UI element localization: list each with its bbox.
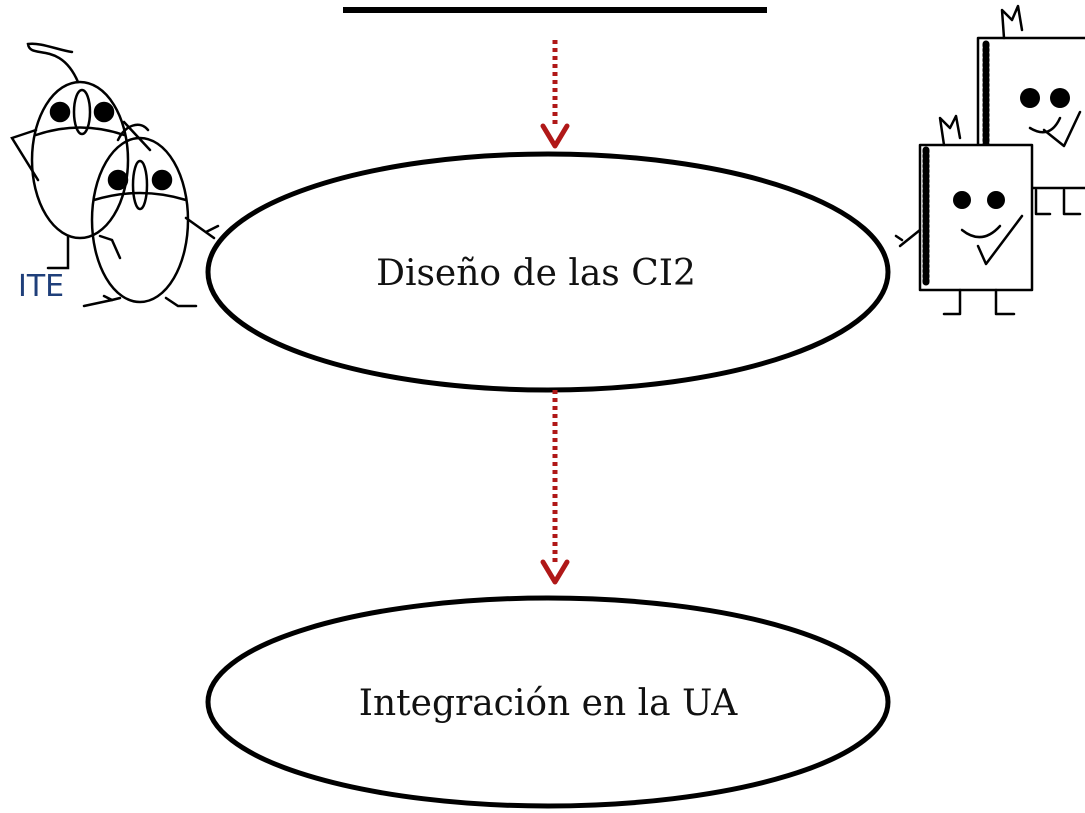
arrow-top-to-design (540, 40, 570, 149)
ite-label: ITE (18, 269, 64, 304)
node-design-label: Diseño de las CI2 (376, 253, 696, 294)
node-integration: Integración en la UA (205, 595, 891, 809)
node-integration-shape (205, 595, 891, 809)
mouse-characters-icon (10, 42, 220, 308)
node-integration-label: Integración en la UA (359, 683, 738, 724)
node-design: Diseño de las CI2 (205, 151, 891, 393)
node-design-shape (205, 151, 891, 393)
notebook-characters-icon (894, 4, 1085, 316)
arrow-design-to-integration (540, 390, 570, 585)
